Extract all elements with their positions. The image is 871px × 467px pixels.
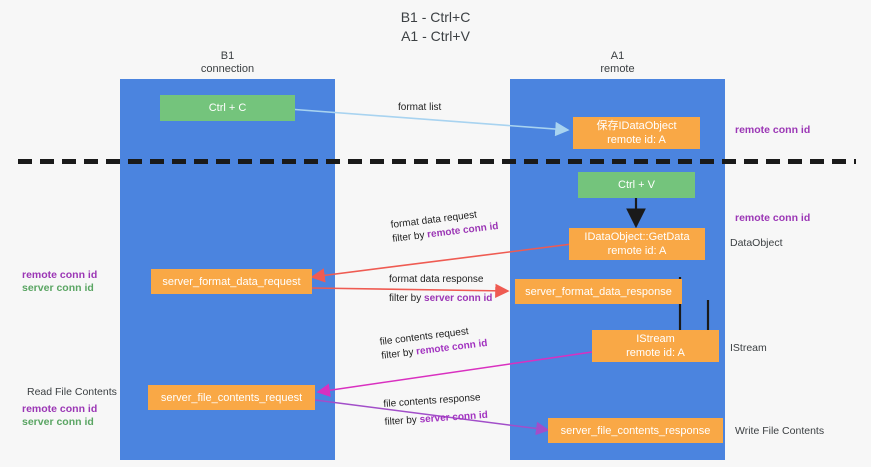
node-istream-line2: remote id: A [626, 347, 685, 359]
annotation-right-top-conn: remote conn id [735, 124, 811, 136]
node-server-format-data-response[interactable]: server_format_data_response [515, 279, 682, 304]
node-server-file-contents-response[interactable]: server_file_contents_response [548, 418, 723, 443]
edge-label-format-list: format list [398, 101, 441, 115]
node-save-dataobject-line2: remote id: A [607, 134, 666, 146]
edge-format-req-filter-prefix: filter by [391, 229, 428, 245]
node-ctrl-c[interactable]: Ctrl + C [160, 95, 295, 121]
edge-format-resp-text: format data response [389, 274, 484, 285]
node-getdata-line1: IDataObject::GetData [584, 231, 690, 243]
node-ctrl-v[interactable]: Ctrl + V [578, 172, 695, 198]
lane-a1-role: remote [600, 63, 635, 75]
annotation-left-read-file: Read File Contents [27, 386, 117, 398]
edge-label-format-data-response: format data response filter by server co… [389, 273, 492, 306]
annotation-left-server-conn-2: server conn id [22, 416, 94, 428]
page-title: B1 - Ctrl+C A1 - Ctrl+V [0, 8, 871, 46]
node-save-dataobject[interactable]: 保存IDataObject remote id: A [573, 117, 700, 149]
node-format-request-label: server_format_data_request [162, 275, 301, 288]
edge-file-resp-filter-key: server conn id [419, 409, 489, 426]
node-istream[interactable]: IStream remote id: A [592, 330, 719, 362]
node-file-response-label: server_file_contents_response [560, 424, 711, 437]
node-getdata[interactable]: IDataObject::GetData remote id: A [569, 228, 705, 260]
annotation-right-write-file: Write File Contents [735, 425, 825, 437]
node-istream-line1: IStream [636, 333, 675, 345]
edge-label-file-contents-response: file contents response filter by server … [383, 391, 488, 430]
edge-file-resp-filter-prefix: filter by [384, 414, 421, 428]
lane-a1-name: A1 [610, 50, 625, 62]
edge-file-req-filter-prefix: filter by [380, 346, 417, 362]
edge-label-file-contents-request: file contents request filter by remote c… [379, 323, 488, 364]
edge-file-resp-text: file contents response [383, 392, 481, 410]
node-save-dataobject-line1: 保存IDataObject [596, 120, 677, 132]
lane-header-b1: B1 connection [120, 50, 335, 76]
annotation-left-server-conn: server conn id [22, 282, 94, 294]
annotation-left-remote-conn-2: remote conn id [22, 403, 98, 415]
phase-divider [18, 159, 856, 164]
node-file-request-label: server_file_contents_request [160, 391, 303, 404]
title-line-2: A1 - Ctrl+V [401, 28, 470, 44]
node-getdata-line2: remote id: A [607, 245, 667, 257]
title-line-1: B1 - Ctrl+C [400, 9, 471, 25]
edge-format-resp-filter-prefix: filter by [389, 293, 425, 304]
node-ctrl-v-label: Ctrl + V [618, 179, 655, 191]
annotation-left-remote-conn: remote conn id [22, 269, 98, 281]
lane-b1-role: connection [200, 63, 255, 75]
annotation-right-mid-conn: remote conn id [735, 212, 811, 224]
node-server-format-data-request[interactable]: server_format_data_request [151, 269, 312, 294]
annotation-right-istream: IStream [730, 342, 767, 354]
edge-label-format-data-request: format data request filter by remote con… [390, 206, 499, 247]
lane-header-a1: A1 remote [510, 50, 725, 76]
annotation-right-dataobject: DataObject [730, 237, 783, 249]
edge-format-resp-filter-key: server conn id [424, 293, 493, 304]
node-format-response-label: server_format_data_response [525, 285, 672, 298]
edge-format-list-text: format list [398, 102, 442, 113]
node-server-file-contents-request[interactable]: server_file_contents_request [148, 385, 315, 410]
lane-b1-name: B1 [220, 50, 235, 62]
node-ctrl-c-label: Ctrl + C [208, 102, 247, 114]
